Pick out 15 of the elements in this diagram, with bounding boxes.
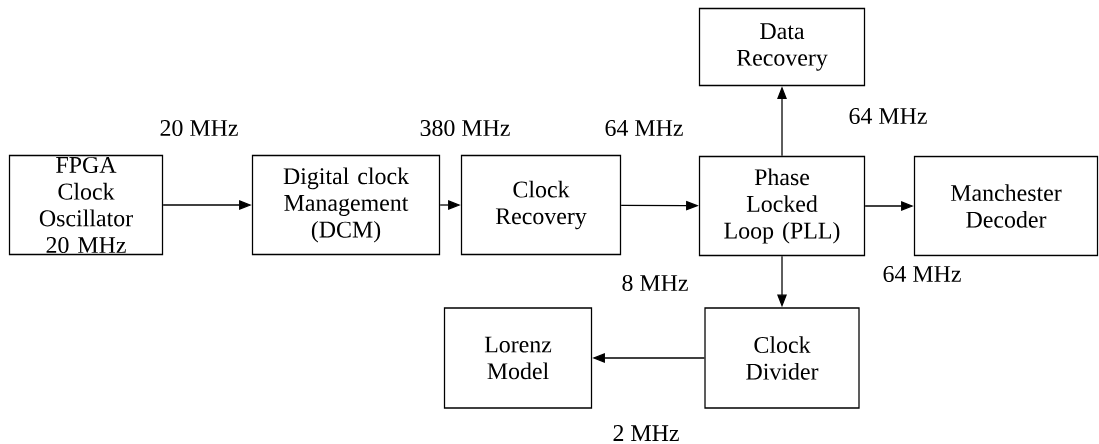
process-box: FPGA Clock Oscillator 20 MHz bbox=[8, 154, 164, 256]
process-box: Phase Locked Loop (PLL) bbox=[698, 155, 866, 257]
process-box: Data Recovery bbox=[698, 7, 866, 87]
edge-label: 64 MHz bbox=[605, 119, 683, 137]
edge-label: 8 MHz bbox=[622, 274, 688, 292]
edge-label: 64 MHz bbox=[849, 107, 927, 125]
process-box: Clock Divider bbox=[704, 307, 860, 409]
edge-label: 2 MHz bbox=[613, 425, 679, 441]
edge-label: 380 MHz bbox=[420, 119, 510, 137]
process-box: Clock Recovery bbox=[460, 154, 622, 256]
process-box: Digital clock Management (DCM) bbox=[251, 154, 441, 256]
process-box: Manchester Decoder bbox=[913, 155, 1099, 257]
edge-label: 64 MHz bbox=[883, 265, 961, 283]
edge-label: 20 MHz bbox=[160, 119, 238, 137]
process-box: Lorenz Model bbox=[443, 307, 593, 409]
